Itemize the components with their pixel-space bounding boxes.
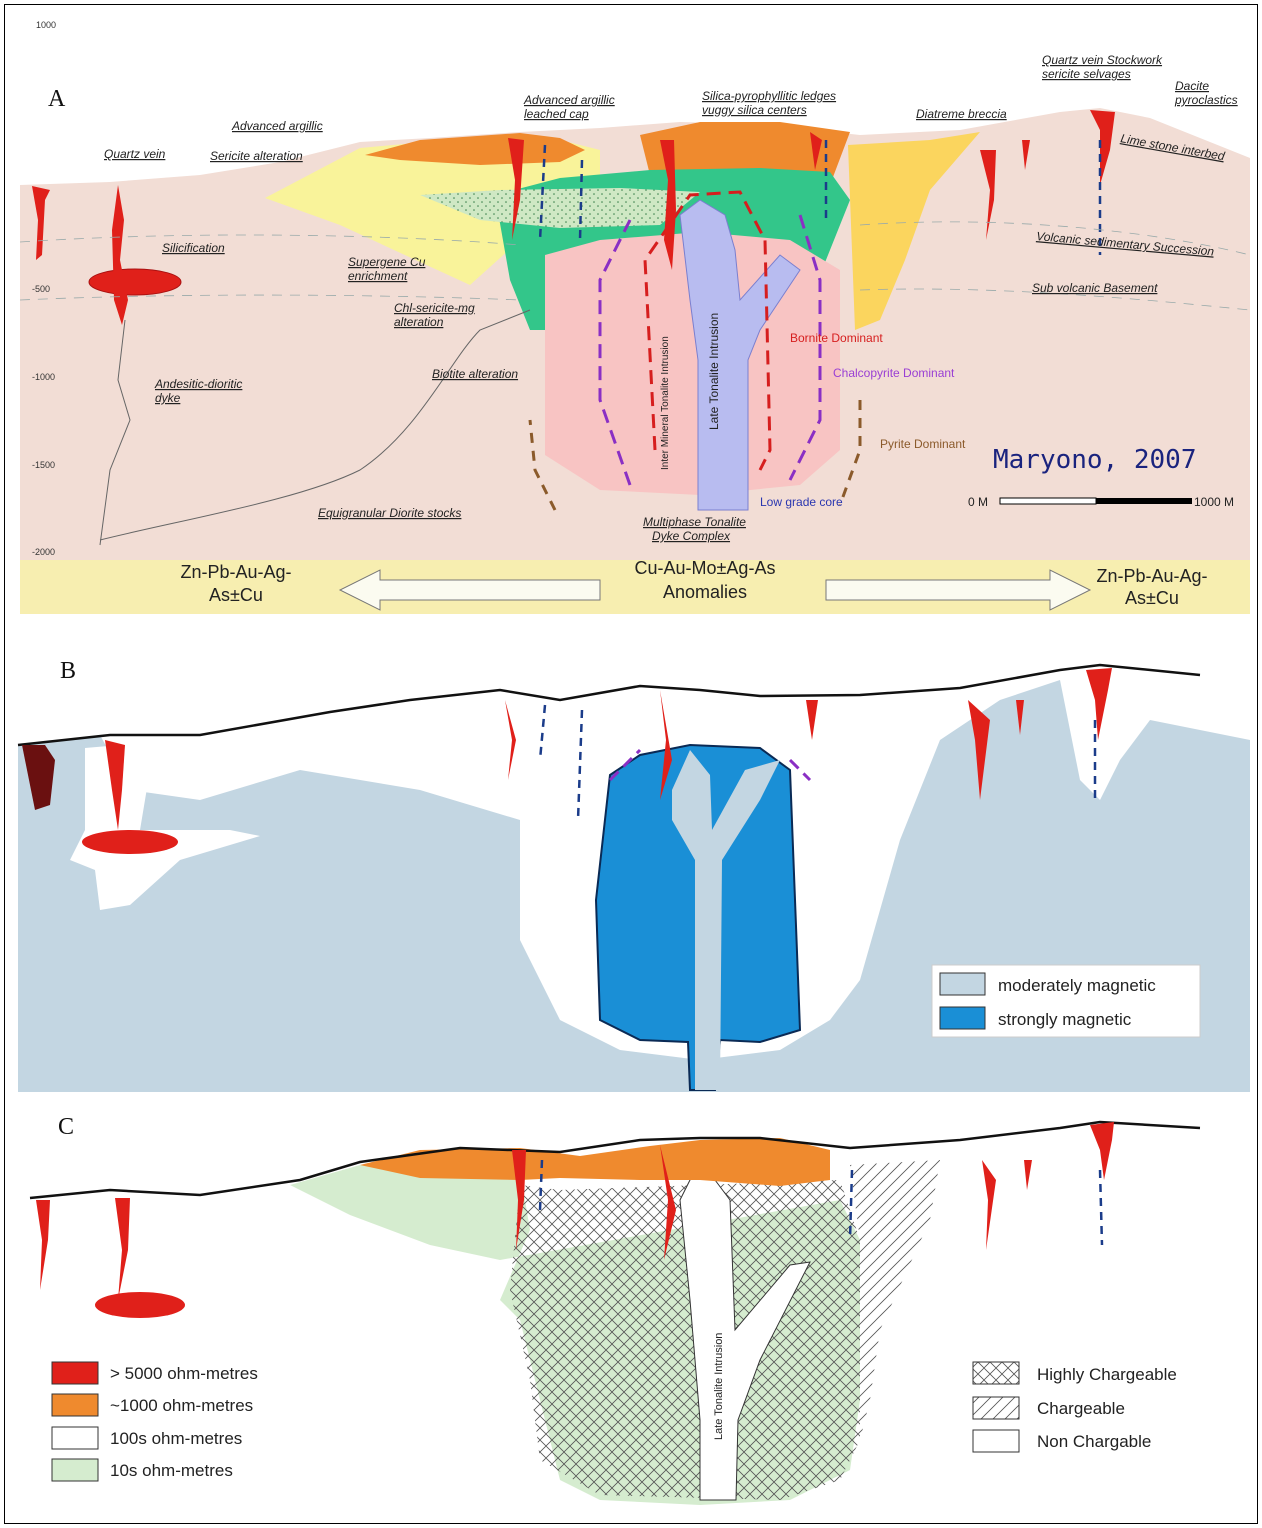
legend-swatch-moderate [940, 973, 985, 995]
legend-highly-chargeable: Highly Chargeable [1037, 1365, 1177, 1384]
label-chl-sericite-2: alteration [394, 315, 444, 329]
zone-right-2: As±Cu [1125, 588, 1179, 608]
silicification-c [95, 1292, 185, 1318]
label-dacite: Dacite [1175, 79, 1209, 93]
resistivity-legend: > 5000 ohm-metres ~1000 ohm-metres 100s … [52, 1362, 258, 1481]
vein-c-7 [1090, 1122, 1114, 1180]
scale-bar [1000, 498, 1192, 504]
label-sericite-selvages: sericite selvages [1042, 67, 1131, 81]
label-andesitic-2: dyke [155, 391, 181, 405]
label-bornite: Bornite Dominant [790, 331, 883, 345]
label-multiphase-1: Multiphase Tonalite [643, 515, 746, 529]
label-chl-sericite-1: Chl-sericite-mg [394, 301, 475, 315]
label-diatreme: Diatreme breccia [916, 107, 1007, 121]
label-leached-cap: leached cap [524, 107, 589, 121]
legend-strongly-magnetic: strongly magnetic [998, 1010, 1132, 1029]
top-tick: 1000 [36, 20, 56, 30]
magnetic-legend: moderately magnetic strongly magnetic [932, 965, 1200, 1037]
panel-c: C Late Tonalite Intrusion > 5000 ohm-met… [30, 1114, 1200, 1505]
label-andesitic-1: Andesitic-dioritic [154, 377, 242, 391]
legend-10s: 10s ohm-metres [110, 1461, 233, 1480]
label-vuggy-silica: vuggy silica centers [702, 103, 807, 117]
label-silica-ledges: Silica-pyrophyllitic ledges [702, 89, 836, 103]
panel-b: B moderately magnetic strongly magnetic [18, 658, 1250, 1092]
label-multiphase-2: Dyke Complex [652, 529, 731, 543]
zone-left-1: Zn-Pb-Au-Ag- [180, 562, 291, 582]
silicification-b [82, 830, 178, 854]
vein-c-6 [1024, 1160, 1032, 1190]
swatch-chargeable [973, 1397, 1019, 1419]
swatch-1000 [52, 1394, 98, 1416]
vein-b-7 [1086, 668, 1112, 740]
depth-tick-1000: -1000 [32, 372, 55, 382]
label-pyroclastics: pyroclastics [1174, 93, 1238, 107]
vein-c-2 [36, 1200, 50, 1290]
label-inter-mineral: Inter Mineral Tonalite Intrusion [660, 336, 671, 470]
label-equigranular: Equigranular Diorite stocks [318, 506, 461, 520]
label-low-grade: Low grade core [760, 495, 843, 509]
scale-end: 1000 M [1194, 495, 1234, 509]
label-supergene-2: enrichment [348, 269, 408, 283]
label-advanced-argillic-leached: Advanced argillic [523, 93, 615, 107]
depth-tick-2000: -2000 [32, 547, 55, 557]
swatch-10s [52, 1459, 98, 1481]
vein-b-4 [806, 700, 818, 740]
swatch-100s [52, 1427, 98, 1449]
zone-center-1: Cu-Au-Mo±Ag-As [635, 558, 776, 578]
label-sericite-alteration: Sericite alteration [210, 149, 303, 163]
vein-c-5 [982, 1160, 996, 1250]
zone-center-2: Anomalies [663, 582, 747, 602]
label-silicification: Silicification [162, 241, 225, 255]
silicification-lens [89, 269, 181, 295]
label-quartz-vein: Quartz vein [104, 147, 166, 161]
legend-1000: ~1000 ohm-metres [110, 1396, 253, 1415]
legend-5000: > 5000 ohm-metres [110, 1364, 258, 1383]
legend-100s: 100s ohm-metres [110, 1429, 242, 1448]
legend-non-chargeable: Non Chargable [1037, 1432, 1151, 1451]
panel-a: 1000 -500 -1000 -1500 -2000 A Quartz vei… [20, 16, 1250, 614]
depth-tick-1500: -1500 [32, 460, 55, 470]
scale-start: 0 M [968, 495, 988, 509]
label-biotite: Biotite alteration [432, 367, 518, 381]
swatch-highly-chargeable [973, 1362, 1019, 1384]
zone-left-2: As±Cu [209, 585, 263, 605]
swatch-5000 [52, 1362, 98, 1384]
legend-moderately-magnetic: moderately magnetic [998, 976, 1156, 995]
label-supergene-1: Supergene Cu [348, 255, 426, 269]
depth-tick-500: -500 [32, 284, 50, 294]
author-credit: Maryono, 2007 [993, 445, 1197, 475]
panel-c-letter: C [58, 1114, 74, 1140]
label-sub-volcanic: Sub volcanic Basement [1032, 281, 1158, 295]
label-quartz-vein-stockwork: Quartz vein Stockwork [1042, 53, 1163, 67]
legend-swatch-strong [940, 1007, 985, 1029]
late-tonalite-c: Late Tonalite Intrusion [713, 1333, 725, 1440]
label-late-tonalite: Late Tonalite Intrusion [707, 313, 721, 430]
vein-b-2 [505, 700, 516, 780]
chargeable-right [850, 1160, 940, 1440]
panel-b-letter: B [60, 658, 76, 684]
swatch-non-chargeable [973, 1430, 1019, 1452]
label-chalcopyrite: Chalcopyrite Dominant [833, 366, 955, 380]
panel-a-letter: A [48, 86, 66, 112]
label-pyrite: Pyrite Dominant [880, 437, 966, 451]
vein-c-1 [115, 1198, 130, 1300]
chargeability-legend: Highly Chargeable Chargeable Non Chargab… [973, 1362, 1177, 1452]
legend-chargeable: Chargeable [1037, 1399, 1125, 1418]
zone-right-1: Zn-Pb-Au-Ag- [1096, 566, 1207, 586]
label-advanced-argillic: Advanced argillic [231, 119, 323, 133]
